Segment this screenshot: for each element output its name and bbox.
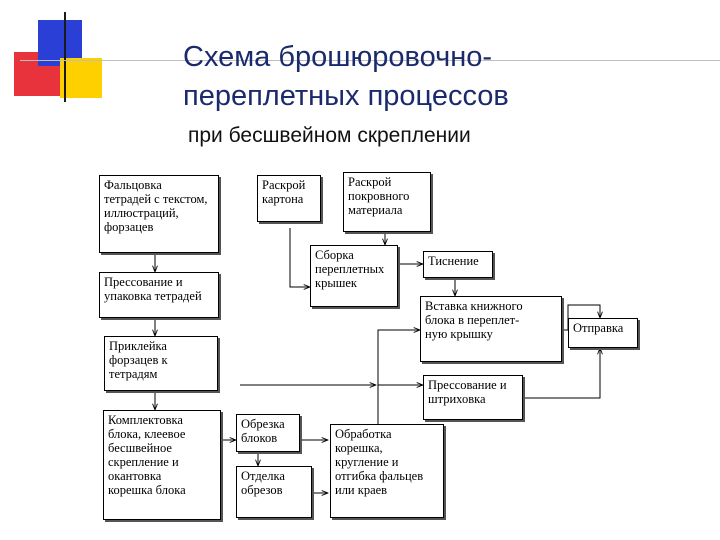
node-embossing: Тиснение <box>423 251 493 278</box>
node-final-pressing: Прессование и штриховка <box>423 375 523 420</box>
node-board-cutting: Раскрой картона <box>257 175 321 222</box>
node-cover-assembly: Сборка переплетных крышек <box>310 245 398 307</box>
node-block-trimming: Обрезка блоков <box>236 414 300 452</box>
arrow-board-to-cover-assembly <box>290 228 310 287</box>
node-block-insertion: Вставка книжного блока в переплет- ную к… <box>420 296 562 362</box>
node-endpaper-gluing: Приклейка форзацев к тетрадям <box>104 336 218 391</box>
node-block-assembly: Комплектовка блока, клеевое бесшвейное с… <box>103 410 221 520</box>
arrow-trimming-to-spine <box>300 420 328 440</box>
node-folding: Фальцовка тетрадей с текстом, иллюстраци… <box>99 175 219 253</box>
node-cover-material-cutting: Раскрой покровного материала <box>343 172 431 232</box>
node-shipping: Отправка <box>568 318 638 348</box>
arrow-spine-to-block-insertion <box>378 330 420 424</box>
node-spine-processing: Обработка корешка, кругление и отгибка ф… <box>330 424 444 518</box>
node-edge-finishing: Отделка обрезов <box>236 466 312 518</box>
node-pressing-packing: Прессование и упаковка тетрадей <box>99 272 219 318</box>
